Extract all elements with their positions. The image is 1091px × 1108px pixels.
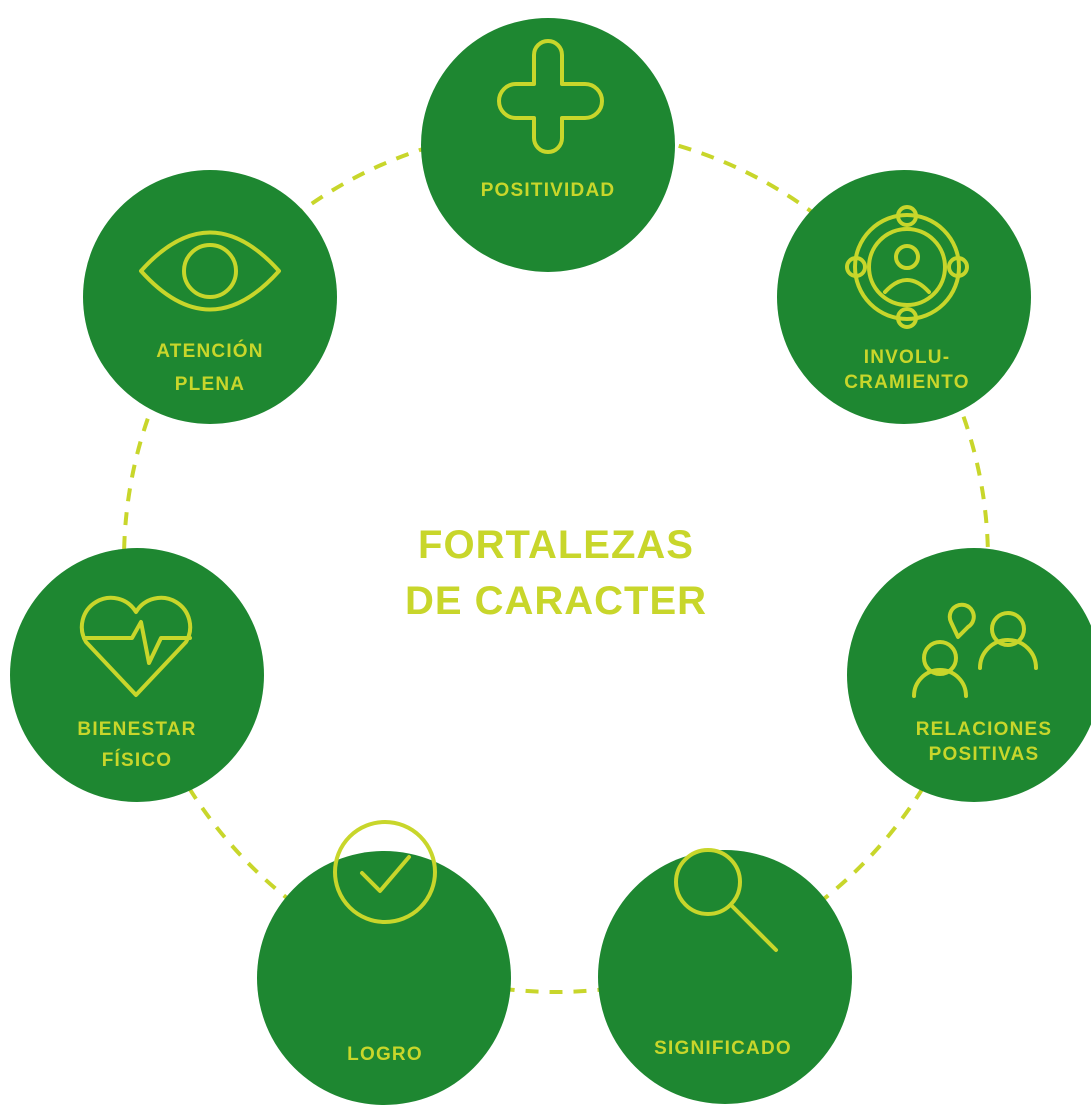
node-involucramiento-label-1: INVOLU- — [864, 347, 951, 368]
center-title-line-2: DE CARACTER — [405, 579, 707, 623]
node-atencion-plena: ATENCIÓN PLENA — [83, 170, 337, 424]
node-atencion-label-2: PLENA — [175, 374, 245, 395]
node-positividad-circle — [421, 18, 675, 272]
node-bienestar-fisico: BIENESTAR FÍSICO — [10, 548, 264, 802]
node-bienestar-label-1: BIENESTAR — [77, 719, 196, 740]
node-significado: SIGNIFICADO — [598, 848, 852, 1104]
node-significado-circle — [598, 850, 852, 1104]
node-bienestar-label-2: FÍSICO — [102, 749, 173, 771]
node-atencion-label-1: ATENCIÓN — [156, 340, 263, 362]
node-involucramiento-circle — [777, 170, 1031, 424]
heart-pulse-icon — [79, 595, 193, 697]
eye-icon — [139, 230, 281, 312]
center-title-line-1: FORTALEZAS — [418, 523, 694, 567]
node-significado-label-1: SIGNIFICADO — [654, 1038, 792, 1059]
node-relaciones-label-1: RELACIONES — [916, 719, 1053, 740]
person-target-icon — [845, 205, 969, 329]
node-relaciones-circle — [847, 548, 1091, 802]
node-involucramiento-label-2: CRAMIENTO — [844, 372, 970, 393]
node-positividad-label-1: POSITIVIDAD — [481, 180, 616, 201]
node-logro-circle — [257, 851, 511, 1105]
plus-icon — [497, 39, 604, 154]
node-relaciones-positivas: RELACIONES POSITIVAS — [847, 548, 1091, 802]
check-circle-icon — [333, 820, 437, 924]
node-logro-label-1: LOGRO — [347, 1044, 423, 1065]
people-chat-icon — [912, 602, 1038, 698]
node-relaciones-label-2: POSITIVAS — [929, 744, 1040, 765]
node-bienestar-circle — [10, 548, 264, 802]
node-involucramiento: INVOLU- CRAMIENTO — [777, 170, 1031, 424]
node-positividad: POSITIVIDAD — [421, 18, 675, 272]
magnifier-icon — [674, 848, 778, 952]
node-logro: LOGRO — [257, 820, 511, 1105]
